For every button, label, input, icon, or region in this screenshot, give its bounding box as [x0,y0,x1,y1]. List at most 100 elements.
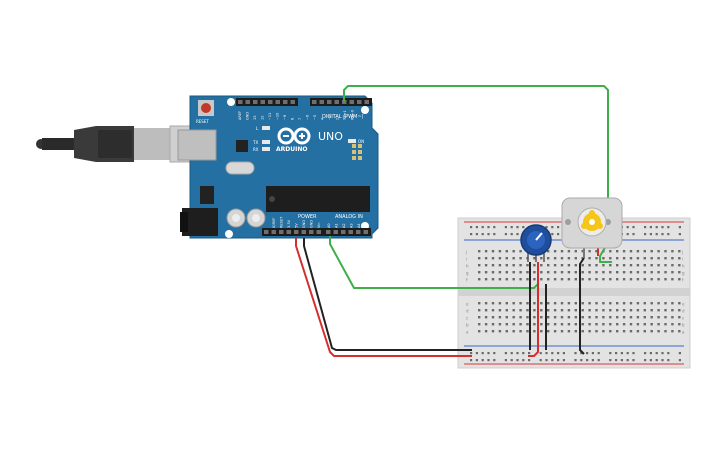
wire-green-pin3-motor[interactable] [343,85,609,200]
analog-pin[interactable] [348,230,354,234]
row-letter: i [682,257,683,262]
pin-label: A0 [327,223,331,228]
l-led-label: L [256,126,259,131]
reset-button[interactable] [198,100,214,116]
icsp-header [352,144,362,160]
digital-pin[interactable] [327,100,332,104]
digital-pin[interactable] [364,100,370,104]
power-label: POWER [298,214,317,220]
pin-label: GND [302,220,306,228]
power-pin[interactable] [271,230,277,234]
digital-pin[interactable] [319,100,325,104]
usb-chip [236,140,248,152]
row-letter: j [465,250,467,255]
dc-motor-icon[interactable] [561,197,623,258]
digital-header-label: DIGITAL (PWM~) [322,114,364,120]
power-jack [180,208,218,236]
digital-pin[interactable] [290,100,296,104]
digital-pin[interactable] [357,100,362,104]
tx-led-label: TX [252,140,258,145]
pin-label: A5 [365,223,369,228]
pin-label: A3 [350,223,354,228]
analog-label: ANALOG IN [335,214,363,220]
pin-label: AREF [238,111,242,120]
analog-header [324,228,371,236]
pin-label: 12 [261,116,265,120]
pin-label: TX→1 [343,110,347,121]
pin-label: 13 [253,116,257,120]
row-letter: a [682,330,685,335]
pin-label: GND [310,220,314,228]
pin-label: Vin [317,222,321,228]
row-letter: f [466,278,468,283]
row-letter: b [466,323,469,328]
analog-pin[interactable] [363,230,369,234]
row-letter: b [682,323,685,328]
power-pin[interactable] [316,230,322,234]
capacitors [226,208,266,228]
power-pin[interactable] [294,230,299,234]
row-letter: h [466,264,469,269]
power-pin[interactable] [309,230,314,234]
row-letter: d [466,309,469,314]
digital-pin[interactable] [245,100,251,104]
analog-pin[interactable] [341,230,346,234]
usb-socket [177,129,217,161]
row-letter: f [682,278,684,283]
analog-pin[interactable] [356,230,361,234]
arduino-uno-board[interactable]: ARDUINO UNO DIGITAL (PWM~) POWER ANALOG … [177,95,379,239]
digital-pin[interactable] [260,100,266,104]
on-label: ON [358,139,364,144]
arduino-logo-icon [277,127,311,145]
pin-label: 2 [336,118,340,120]
row-letter: h [682,264,685,269]
analog-pin[interactable] [333,230,339,234]
pin-label: ~6 [306,115,310,120]
digital-pin[interactable] [253,100,258,104]
pin-label: RX←0 [351,110,355,120]
row-letter: i [466,257,467,262]
motor-rotor-icon [581,210,603,231]
wire-black-gnd[interactable] [303,238,472,351]
row-letter: c [466,316,468,321]
potentiometer-icon[interactable] [520,224,552,262]
row-letter: d [682,309,685,314]
digital-pin[interactable] [312,100,317,104]
digital-pin[interactable] [238,100,243,104]
pin-label: ~3 [328,115,332,120]
wire-green-motor-lead[interactable] [599,245,612,263]
digital-pin[interactable] [334,100,340,104]
arduino-logo-text: ARDUINO [276,146,307,153]
pin-label: IOREF [272,218,276,228]
wire-red-5v[interactable] [295,238,472,357]
pin-label: GND [246,112,250,120]
row-letter: g [466,271,469,276]
crystal [225,161,255,175]
pin-label: ~9 [283,115,287,120]
power-pin[interactable] [279,230,284,234]
power-pin[interactable] [264,230,269,234]
row-letter: a [466,330,469,335]
voltage-regulator [200,186,214,204]
pin-label: 3.3V [287,219,291,228]
analog-pin[interactable] [326,230,331,234]
pin-label: ~11 [268,113,272,120]
pin-label: RESET [280,216,284,228]
row-letter: e [682,302,685,307]
digital-pin[interactable] [349,100,355,104]
power-pin[interactable] [301,230,307,234]
wire-black-motor[interactable] [579,257,585,355]
digital-pin[interactable] [268,100,273,104]
power-pin[interactable] [286,230,292,234]
digital-pin[interactable] [275,100,281,104]
rx-led-label: RX [253,147,259,152]
digital-pin[interactable] [283,100,288,104]
row-letter: e [466,302,469,307]
pin-label: A2 [342,223,346,228]
wire-red-pot[interactable] [528,262,539,357]
